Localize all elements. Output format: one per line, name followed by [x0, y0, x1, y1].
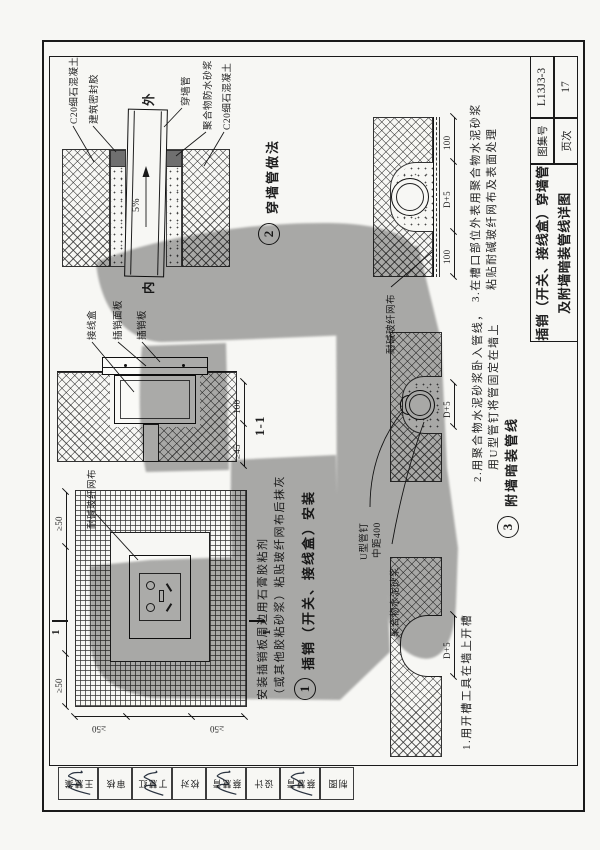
title-block-title: 插销（开关、接线盒）穿墙管 及附墙暗装管线详图	[530, 164, 578, 342]
dim-line	[454, 383, 455, 427]
strip-cell-label: 制图	[320, 767, 354, 800]
detail1-title: 插销（开关、接线盒）安装	[301, 489, 316, 670]
signature-scribble	[143, 770, 164, 796]
sealant-label: 建筑密封胶	[90, 73, 100, 124]
socket-slot	[159, 590, 164, 602]
step3-pipe-inner	[396, 183, 424, 211]
plate-label: 插销板	[138, 309, 148, 340]
pipe-label: 穿墙管	[182, 75, 192, 106]
mesh-label: 耐碱玻纤网布	[387, 293, 397, 354]
dim-value: 100	[442, 135, 452, 150]
dim-value: ≥45	[232, 444, 242, 459]
sheet-title-line1: 插销（开关、接线盒）穿墙管	[535, 165, 550, 341]
detail2-wall-lower	[182, 149, 230, 267]
strip-cell-signature: 蔡慧青	[280, 767, 320, 800]
outside-label: 外	[142, 93, 156, 106]
screw	[182, 364, 185, 367]
dim-value: ≥50	[54, 678, 64, 693]
signature-scribble	[216, 770, 237, 795]
dim-line	[75, 716, 245, 717]
junction-box-label: 接线盒	[88, 309, 98, 340]
waterproof-mortar-label: 聚合物防水砂浆	[204, 59, 214, 130]
step3-note-line1: 3.在槽口部位外表用聚合物水泥砂浆	[470, 103, 482, 302]
detail1-number-bubble: 1	[294, 678, 316, 700]
sealant-block	[166, 150, 182, 167]
dim-value: 100	[232, 399, 242, 414]
detail3-title: 附墙暗装管线	[504, 416, 519, 507]
u-nail-clip	[400, 395, 409, 415]
detail1-note-line2: （或其他胶粘砂浆）粘贴玻纤网布后抹灰	[274, 475, 286, 700]
step1-note: 1.用开槽工具在墙上开槽	[461, 613, 473, 750]
c20-label: C20细石混凝土	[223, 62, 233, 130]
screw	[124, 364, 127, 367]
strip-cell-signature: 蔡慧青	[206, 767, 246, 800]
socket-hole	[146, 581, 155, 590]
strip-label: 设计	[252, 778, 274, 789]
step3-note-line2: 粘贴耐碱玻纤网布及表面处理	[486, 127, 498, 291]
signature-scribble	[68, 770, 91, 795]
atlas-no-label: 图集号	[530, 118, 554, 164]
panel-label: 插销面板	[114, 299, 124, 340]
detail2-number-bubble: 2	[258, 223, 280, 245]
dim-line	[454, 615, 455, 677]
page-no-label: 页次	[554, 118, 578, 164]
socket-hole	[146, 603, 155, 612]
drawing-sheet: 王慧業 审核 丁慧红 校对 蔡慧青 设计 蔡慧青 制图 插销（开关、接线盒）穿墙…	[42, 40, 585, 812]
mesh-dashed-line	[436, 117, 437, 277]
strip-label: 校对	[178, 778, 200, 789]
dim-value: ≥50	[92, 724, 106, 735]
dim-value: ≥50	[54, 516, 64, 531]
junction-box-inner	[120, 380, 190, 419]
socket-faceplate-section	[102, 357, 208, 375]
through-wall-pipe	[124, 108, 168, 278]
u-nail-label-line2: 中距400	[373, 522, 383, 558]
dim-line	[454, 117, 455, 277]
strip-name: 蔡慧青	[210, 778, 242, 789]
section11-title: 1-1	[252, 415, 267, 436]
dim-value: D+5	[442, 401, 452, 418]
mesh-label: 耐碱玻纤网布	[88, 468, 98, 529]
strip-cell-signature: 王慧業	[58, 767, 98, 800]
step2-note-line1: 2.用聚合物水泥砂浆卧入管线，	[472, 308, 484, 482]
dim-line	[66, 492, 67, 707]
strip-label: 审核	[104, 778, 126, 789]
atlas-no-value: L13J3-3	[530, 56, 554, 118]
dim-value: D+5	[442, 191, 452, 208]
detail3-number-bubble: 3	[497, 516, 519, 538]
detail1-note-line1: 安装插销板周边用石膏胶粘剂	[257, 537, 269, 701]
strip-name: 蔡慧青	[284, 778, 316, 789]
dim-value: 100	[442, 249, 452, 264]
slope-value: 5%	[131, 198, 142, 212]
sealant-block	[110, 150, 126, 167]
section-mark: 1	[50, 629, 62, 635]
mortar-label: 聚合物水泥砂浆	[391, 566, 401, 637]
strip-cell-signature: 丁慧红	[132, 767, 172, 800]
dim-value: ≥50	[210, 724, 224, 735]
page-no-value: 17	[554, 56, 578, 118]
c20-label: C20细石混凝土	[70, 56, 80, 124]
dim-value: D+5	[442, 642, 452, 659]
strip-cell-label: 校对	[172, 767, 206, 800]
strip-label: 制图	[326, 778, 348, 789]
signature-scribble	[290, 771, 313, 796]
strip-cell-label: 审核	[98, 767, 132, 800]
inside-label: 内	[142, 281, 156, 294]
section-mark-line	[52, 620, 68, 622]
detail2-title: 穿墙管做法	[265, 138, 280, 214]
u-nail-label-line1: U型管钉	[360, 522, 370, 560]
detail2-wall-upper	[62, 149, 110, 267]
step2-pipe-inner	[409, 394, 431, 416]
strip-cell-label: 设计	[246, 767, 280, 800]
faceplate-line	[102, 367, 208, 368]
conduit-stub	[143, 424, 159, 462]
step2-note-line2: 用U型管钉将管固定在墙上	[488, 323, 500, 470]
pipe-inner	[130, 110, 162, 276]
strip-name: 王慧業	[62, 778, 94, 789]
sheet-title-line2: 及附墙暗装管线详图	[557, 192, 572, 314]
strip-name: 丁慧红	[136, 778, 168, 789]
step1-groove	[400, 615, 442, 677]
